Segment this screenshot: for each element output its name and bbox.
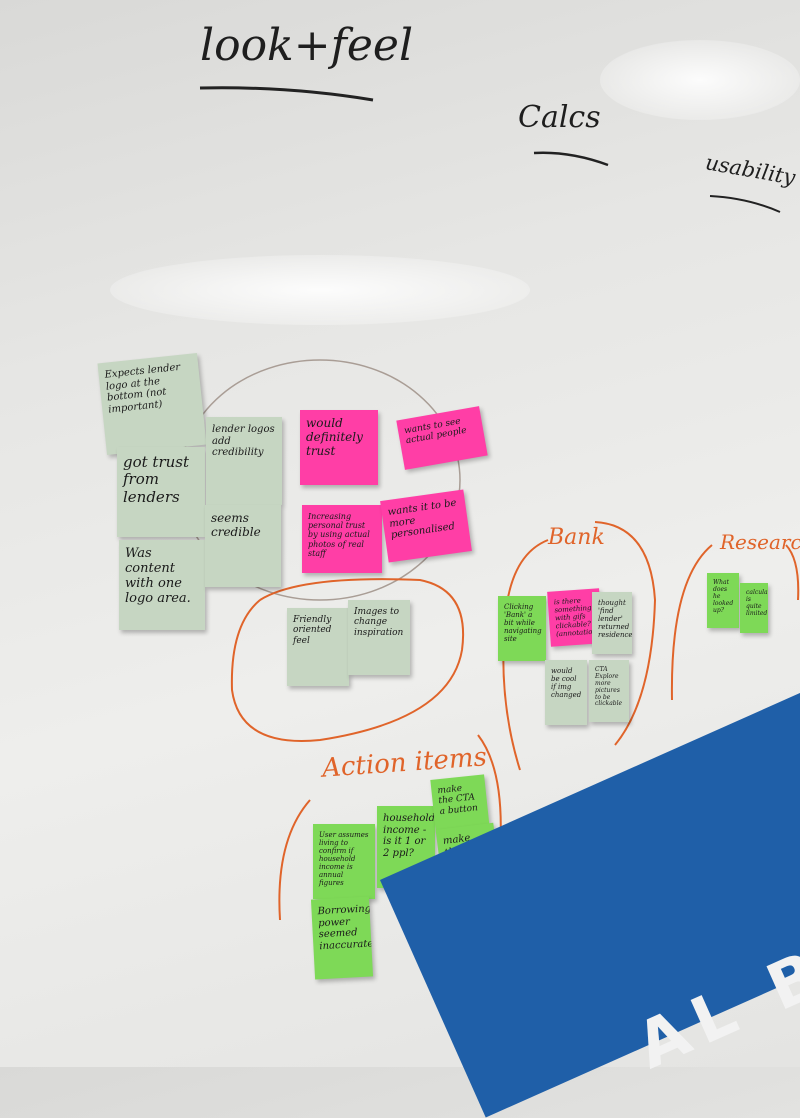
heading-bank: Bank xyxy=(548,525,605,550)
heading-research: Research xyxy=(720,530,800,554)
sticky-note-pink: would definitely trust xyxy=(300,410,378,485)
sticky-note-sage: Images to change inspiration xyxy=(348,600,410,675)
glare xyxy=(110,255,530,325)
research-group-loop-right xyxy=(785,544,800,601)
sticky-note-pink: wants it to be more personalised xyxy=(380,489,472,563)
sticky-note-green: Borrowing power seemed inaccurate xyxy=(310,896,374,980)
sticky-note-sage: Expects lender logo at the bottom (not i… xyxy=(97,353,207,455)
feel-group-loop xyxy=(230,578,464,742)
whiteboard: look+feel Calcs usability Bank Research … xyxy=(97,20,800,1118)
sticky-note-sage: seems credible xyxy=(205,505,281,587)
sticky-note-sage: would be cool if img changed xyxy=(545,660,587,725)
sticky-note-green: calculator is quite limited xyxy=(740,583,768,633)
underline xyxy=(199,86,374,102)
action-group-loop-left xyxy=(278,799,311,921)
heading-calcs: Calcs xyxy=(518,100,601,135)
underline xyxy=(533,151,609,167)
sticky-note-sage: thought 'find lender' returned residence xyxy=(592,592,632,654)
sticky-note-pink: Increasing personal trust by using actua… xyxy=(302,505,382,573)
bank-group-loop-right xyxy=(594,521,657,746)
heading-look-feel: look+feel xyxy=(200,20,414,71)
research-group-loop xyxy=(670,544,713,701)
sticky-note-green: Clicking 'Bank' a bit while navigating s… xyxy=(498,596,546,661)
sticky-note-sage: lender logos add credibility xyxy=(206,417,282,505)
underline xyxy=(709,195,781,213)
sticky-note-sage: CTA Explore more pictures to be clickabl… xyxy=(589,660,629,722)
sticky-note-sage: got trust from lenders xyxy=(117,447,205,537)
sticky-note-green: What does he looked up? xyxy=(707,573,739,628)
sticky-note-sage: Friendly oriented feel xyxy=(287,608,349,686)
sticky-note-sage: Was content with one logo area. xyxy=(119,540,205,630)
marker-loops xyxy=(179,359,800,921)
glare xyxy=(600,40,800,120)
sticky-note-green: User assumes living to confirm if househ… xyxy=(313,824,375,899)
